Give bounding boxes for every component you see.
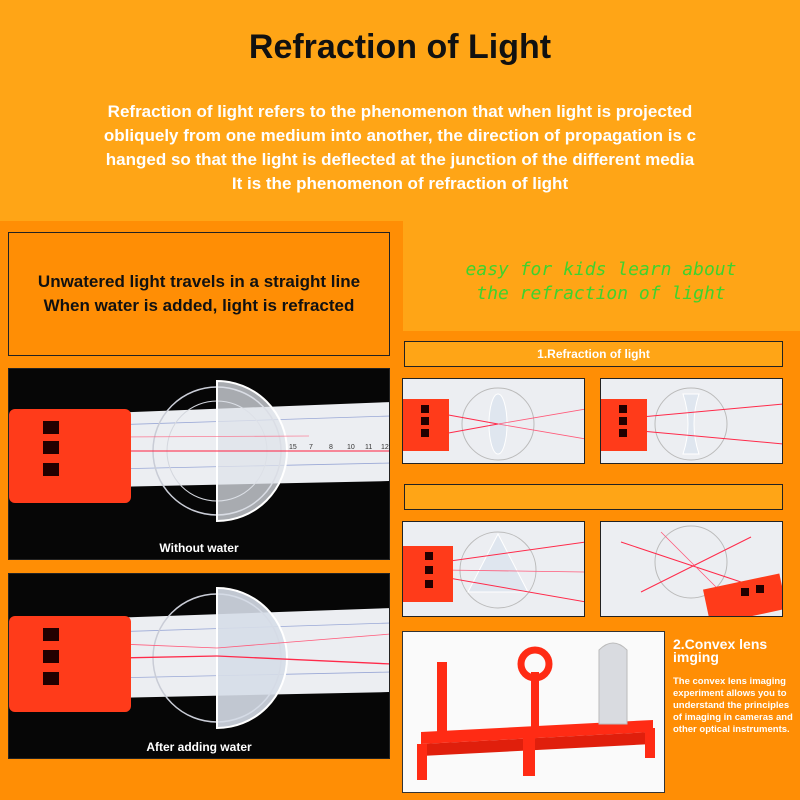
ruler-mark: 8	[329, 444, 333, 451]
prism-photo-2	[600, 521, 783, 617]
prism-photo-1	[402, 521, 585, 617]
lens-illustration	[601, 379, 782, 463]
ruler-mark: 7	[309, 444, 313, 451]
without-water-photo: 15 7 8 10 11 12 Without water	[8, 368, 390, 560]
tagline-line: the refraction of light	[476, 283, 726, 304]
intro-line: It is the phenomenon of refraction of li…	[231, 174, 569, 193]
ruler-mark: 11	[365, 444, 372, 451]
page-title: Refraction of Light	[248, 28, 552, 66]
intro-line: obliquely from one medium into another, …	[103, 126, 697, 145]
intro-line: Refraction of light refers to the phenom…	[107, 102, 693, 121]
after-water-photo: After adding water	[8, 573, 390, 759]
after-water-illustration	[9, 586, 389, 730]
tagline-line: easy for kids learn about	[465, 259, 737, 280]
lens-illustration	[403, 379, 584, 463]
lens-photo-1	[402, 378, 585, 464]
explanation-line: Unwatered light travels in a straight li…	[37, 272, 361, 291]
ruler-mark: 12	[381, 444, 389, 451]
section-refraction-title: 1.Refraction of light	[404, 341, 783, 367]
prism-illustration	[601, 522, 782, 616]
prism-illustration	[403, 522, 584, 616]
intro-paragraph: Refraction of light refers to the phenom…	[60, 100, 740, 196]
ruler-mark: 15	[289, 444, 297, 451]
explanation-line: When water is added, light is refracted	[43, 296, 355, 315]
convex-lens-photo	[402, 631, 665, 793]
photo-caption: Without water	[159, 541, 239, 555]
convex-lens-description: The convex lens imaging experiment allow…	[673, 676, 793, 735]
intro-line: hanged so that the light is deflected at…	[105, 150, 695, 169]
convex-lens-apparatus	[403, 632, 664, 792]
ruler-mark: 10	[347, 444, 355, 451]
photo-caption: After adding water	[146, 740, 252, 754]
explanation-box: Unwatered light travels in a straight li…	[8, 232, 390, 356]
without-water-illustration: 15 7 8 10 11 12	[9, 379, 389, 523]
kids-tagline: easy for kids learn about the refraction…	[436, 258, 766, 306]
section-bar	[404, 484, 783, 510]
lens-photo-2	[600, 378, 783, 464]
convex-lens-title: 2.Convex lens imging	[673, 636, 768, 665]
